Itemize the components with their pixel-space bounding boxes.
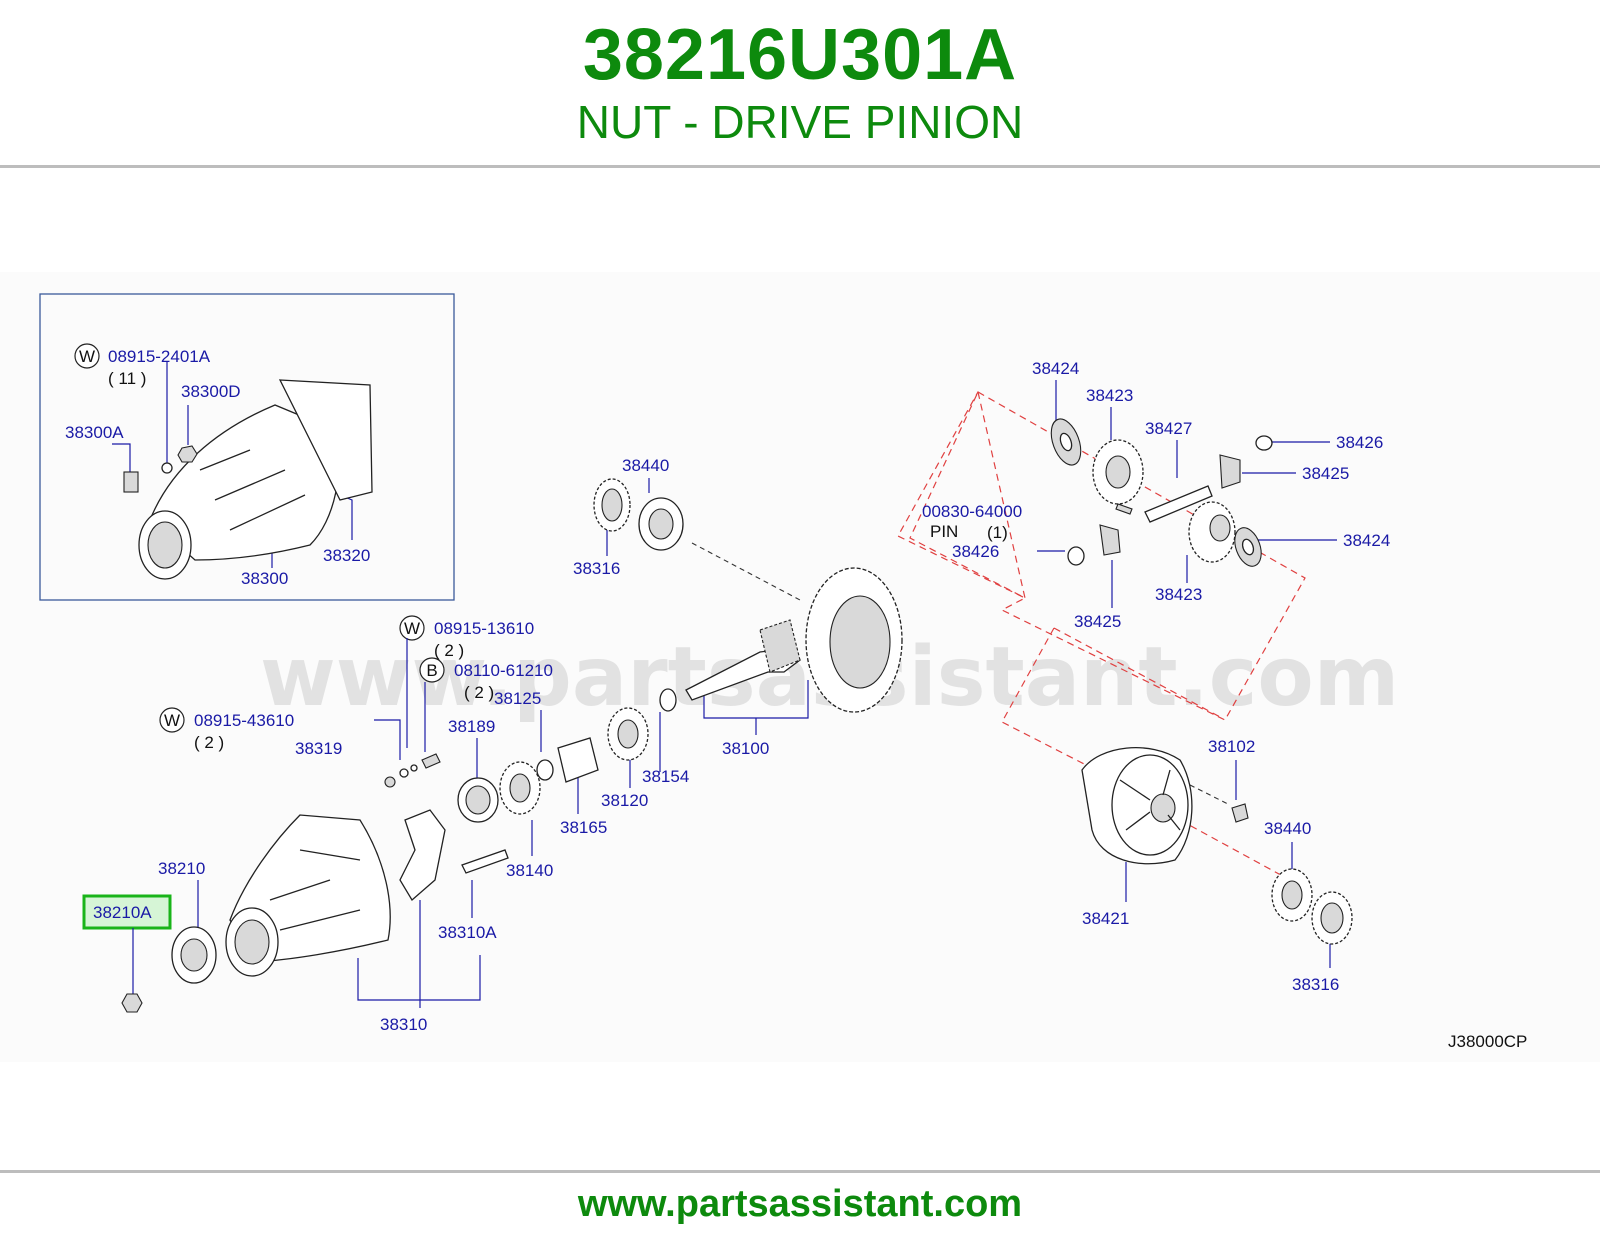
label-38423-bottom[interactable]: 38423: [1155, 585, 1202, 604]
footer-url[interactable]: www.partsassistant.com: [577, 1183, 1023, 1225]
bearing-38440-top-drawing: [593, 478, 684, 551]
label-38423-top[interactable]: 38423: [1086, 386, 1133, 405]
diff-case-drawing: [1081, 747, 1353, 945]
inset-box: [39, 293, 455, 601]
leader-38300A: [112, 443, 131, 480]
housing-38310-drawing: [121, 809, 509, 1013]
dashed-link-case: [1179, 819, 1291, 881]
qty-08915-13610: ( 2 ): [434, 641, 464, 660]
leader-08915-43610: [374, 719, 401, 760]
b-badge-08110-61210[interactable]: B: [419, 657, 445, 683]
dashed-box-upper-left: [909, 390, 1026, 600]
label-38300D[interactable]: 38300D: [181, 382, 241, 401]
qty-08110-61210: ( 2 ): [464, 683, 494, 702]
label-38310A[interactable]: 38310A: [438, 923, 497, 942]
label-38140[interactable]: 38140: [506, 861, 553, 880]
label-38424-top[interactable]: 38424: [1032, 359, 1079, 378]
label-38316-top[interactable]: 38316: [573, 559, 620, 578]
highlight-box-38210A[interactable]: [82, 894, 172, 930]
label-38189[interactable]: 38189: [448, 717, 495, 736]
dashed-box-gears: [897, 391, 1306, 721]
label-38210A[interactable]: 38210A: [93, 903, 152, 922]
axis-line-bolt: [1189, 784, 1231, 806]
header-divider: [0, 165, 1600, 168]
page-header: 38216U301A NUT - DRIVE PINION: [0, 0, 1600, 170]
label-38421[interactable]: 38421: [1082, 909, 1129, 928]
label-38425-right[interactable]: 38425: [1302, 464, 1349, 483]
label-38426-left[interactable]: 38426: [952, 542, 999, 561]
label-38102[interactable]: 38102: [1208, 737, 1255, 756]
svg-text:W: W: [79, 347, 95, 366]
label-38427[interactable]: 38427: [1145, 419, 1192, 438]
label-38425-bottom[interactable]: 38425: [1074, 612, 1121, 631]
leader-38100: [703, 680, 809, 735]
label-38154[interactable]: 38154: [642, 767, 689, 786]
label-38424-right[interactable]: 38424: [1343, 531, 1390, 550]
label-08915-2401A[interactable]: 08915-2401A: [108, 347, 211, 366]
svg-text:B: B: [426, 661, 437, 680]
part-number-title: 38216U301A: [582, 15, 1018, 95]
w-badge-08915-43610[interactable]: W: [159, 707, 185, 733]
qty-08915-43610: ( 2 ): [194, 733, 224, 752]
label-pin-qty: (1): [987, 523, 1008, 542]
label-08915-43610[interactable]: 08915-43610: [194, 711, 294, 730]
label-38310[interactable]: 38310: [380, 1015, 427, 1034]
svg-text:W: W: [164, 711, 180, 730]
label-38319[interactable]: 38319: [295, 739, 342, 758]
label-38440-top[interactable]: 38440: [622, 456, 669, 475]
axis-line-top: [691, 542, 801, 601]
label-38125[interactable]: 38125: [494, 689, 541, 708]
label-38440-bottom[interactable]: 38440: [1264, 819, 1311, 838]
pinion-bearings-drawing: [384, 688, 677, 823]
label-38320[interactable]: 38320: [323, 546, 370, 565]
leader-38310: [357, 900, 481, 1008]
ring-pinion-drawing: [685, 567, 903, 713]
label-38316-bottom[interactable]: 38316: [1292, 975, 1339, 994]
w-badge-08915-2401A[interactable]: W: [74, 343, 100, 369]
label-38165[interactable]: 38165: [560, 818, 607, 837]
svg-text:W: W: [404, 619, 420, 638]
label-38100[interactable]: 38100: [722, 739, 769, 758]
label-pin-text: PIN: [930, 522, 958, 541]
part-name-subtitle: NUT - DRIVE PINION: [576, 96, 1024, 148]
diagram-code: J38000CP: [1448, 1032, 1527, 1051]
nut-38210A-icon: [121, 993, 143, 1013]
label-38426-right[interactable]: 38426: [1336, 433, 1383, 452]
side-gears-drawing: [1050, 418, 1273, 567]
label-38300[interactable]: 38300: [241, 569, 288, 588]
w-badge-08915-13610[interactable]: W: [399, 615, 425, 641]
label-00830-64000[interactable]: 00830-64000: [922, 502, 1022, 521]
qty-08915-2401A: ( 11 ): [108, 369, 146, 388]
dashed-box-lower: [1001, 627, 1223, 769]
label-08915-13610[interactable]: 08915-13610: [434, 619, 534, 638]
label-38300A[interactable]: 38300A: [65, 423, 124, 442]
label-08110-61210[interactable]: 08110-61210: [454, 661, 553, 680]
label-38120[interactable]: 38120: [601, 791, 648, 810]
carrier-assembly-drawing: [123, 379, 373, 580]
footer-divider: [0, 1170, 1600, 1173]
label-38210[interactable]: 38210: [158, 859, 205, 878]
leader-38320: [339, 494, 353, 540]
